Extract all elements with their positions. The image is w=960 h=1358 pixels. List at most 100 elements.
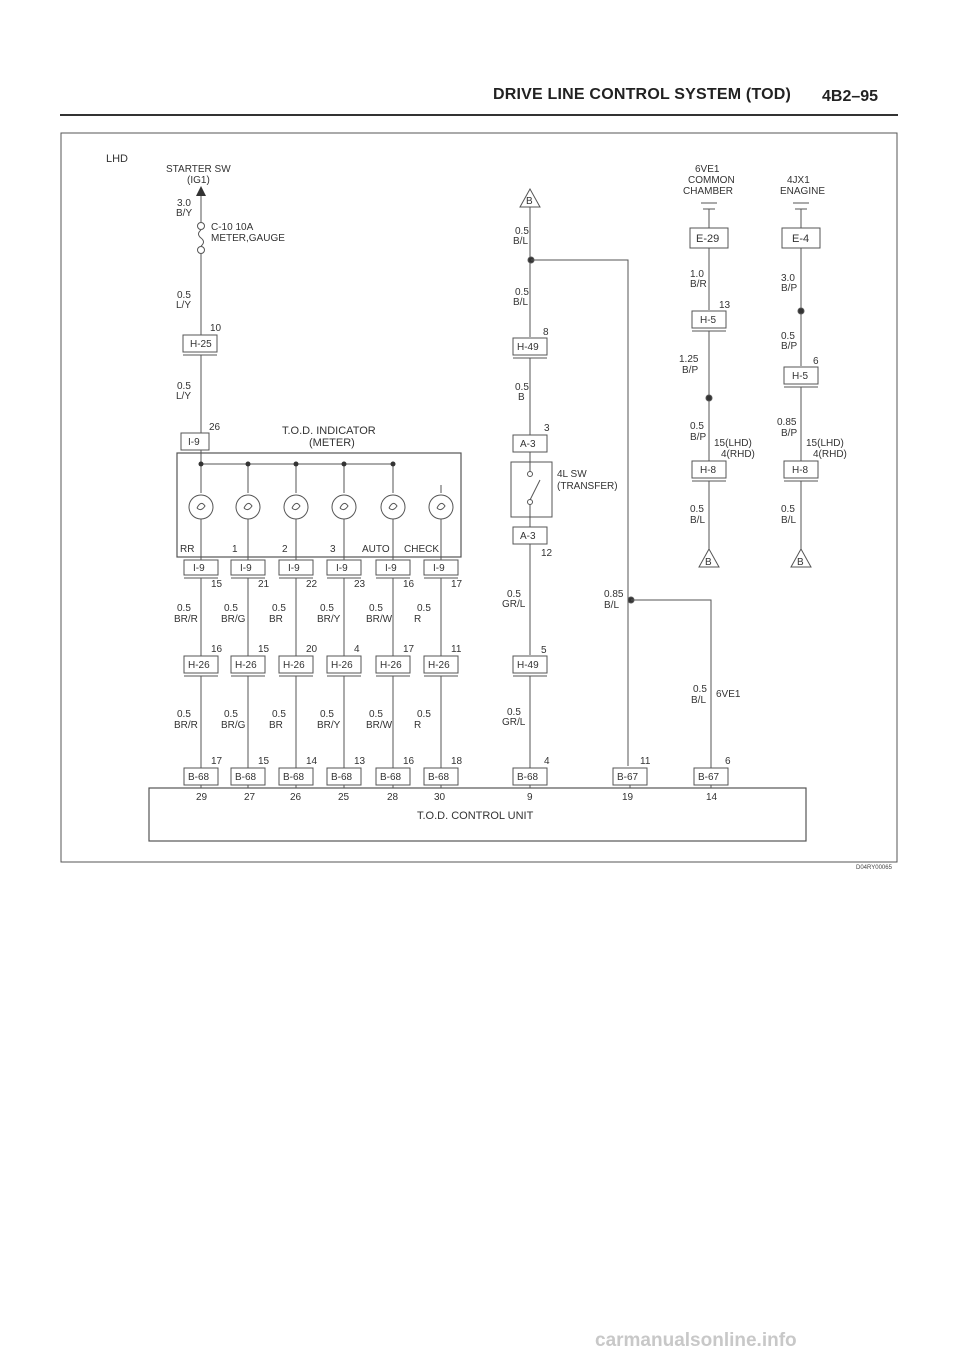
connector-h8	[691, 460, 727, 479]
pin-number: 15	[258, 644, 270, 655]
pin-number: 11	[640, 756, 651, 767]
cu-pin: 19	[622, 792, 634, 803]
wire-gauge: 0.5	[224, 709, 238, 720]
wire	[631, 599, 712, 768]
ground-label: COMMON	[688, 175, 735, 186]
wire	[531, 259, 629, 766]
pin-number: 10	[210, 323, 222, 334]
pin-number: 22	[306, 579, 318, 590]
wire-color: BR/W	[366, 720, 393, 731]
indicator-title: T.O.D. INDICATOR	[282, 425, 376, 437]
wire-gauge: 1.0	[690, 269, 704, 280]
connector-label: I-9	[385, 563, 397, 574]
page-number: 4B2–95	[822, 88, 879, 105]
wire-gauge: 0.5	[417, 603, 431, 614]
pin-number: 16	[211, 644, 223, 655]
cu-pin: 29	[196, 792, 208, 803]
splice-icon	[245, 461, 251, 467]
wire-color: B/P	[682, 365, 698, 376]
pin-note: 4(RHD)	[721, 449, 755, 460]
lamp-label: 2	[282, 544, 288, 555]
ground-ref-label: B	[705, 557, 712, 568]
cu-pin: 28	[387, 792, 399, 803]
fuse-label: METER,GAUGE	[211, 233, 285, 244]
page-title: DRIVE LINE CONTROL SYSTEM (TOD)	[493, 86, 792, 103]
connector-h26	[375, 655, 411, 674]
wire-gauge: 0.5	[177, 603, 191, 614]
indicator-lamp-icon	[188, 494, 214, 520]
wire-gauge: 3.0	[781, 273, 795, 284]
wire-color: L/Y	[176, 300, 191, 311]
cu-pin: 14	[706, 792, 718, 803]
connector-h26	[278, 655, 314, 674]
4l-switch-box	[510, 461, 553, 518]
watermark: carmanualsonline.info	[595, 1330, 797, 1351]
indicator-wire-columns: I-9150.5BR/RH-26160.5BR/RB-6817I-9210.5B…	[174, 557, 463, 788]
connector-i9	[180, 432, 210, 451]
pin-number: 20	[306, 644, 318, 655]
ground-label: CHAMBER	[683, 186, 733, 197]
connector-label: H-8	[700, 465, 717, 476]
pin-number: 4	[354, 644, 360, 655]
splice-icon	[198, 461, 204, 467]
wire-gauge: 0.5	[369, 603, 383, 614]
wire-gauge: 0.5	[690, 421, 704, 432]
connector-i9	[230, 559, 266, 576]
splice-icon	[293, 461, 299, 467]
wire-color: BR/R	[174, 614, 198, 625]
fuse-terminal-icon	[197, 222, 205, 230]
wire-color: B/L	[604, 600, 619, 611]
connector-h5	[783, 366, 819, 385]
connector-h26	[230, 655, 266, 674]
connector-label: H-49	[517, 342, 539, 353]
connector-label: H-5	[700, 315, 717, 326]
connector-i9	[326, 559, 362, 576]
wire-color: BR/Y	[317, 720, 341, 731]
lamp-label: 1	[232, 544, 238, 555]
wire-gauge: 0.5	[369, 709, 383, 720]
pin-number: 8	[543, 327, 549, 338]
connector-label: H-26	[428, 660, 450, 671]
ground-ref-triangle	[790, 547, 812, 568]
connector-label: B-68	[235, 772, 257, 783]
lhd-label: LHD	[106, 153, 128, 165]
connector-label: B-68	[517, 772, 539, 783]
wire-gauge: 0.85	[604, 589, 624, 600]
figure-code: D04RY00065	[856, 865, 892, 871]
ground-ref-label: B	[526, 196, 533, 207]
indicator-lamp-icon	[380, 494, 406, 520]
pin-number: 6	[725, 756, 731, 767]
connector-label: A-3	[520, 531, 536, 542]
lamp-filament-icon	[243, 502, 253, 511]
wire-gauge: 0.5	[320, 603, 334, 614]
ground-label: ENAGINE	[780, 186, 825, 197]
connector-label: B-67	[617, 772, 639, 783]
indicator-lamp-icon	[428, 494, 454, 520]
lamp-filament-icon	[436, 502, 446, 511]
connector-h5	[691, 310, 727, 329]
connector-h49	[512, 337, 548, 356]
header-rule	[60, 114, 898, 116]
wire-color: B/Y	[176, 208, 192, 219]
connector-label: H-49	[517, 660, 539, 671]
wire-color: BR/G	[221, 720, 246, 731]
splice-icon	[341, 461, 347, 467]
connector-label: B-68	[428, 772, 450, 783]
connector-h8	[783, 460, 819, 479]
connector-label: H-5	[792, 371, 809, 382]
connector-i9	[423, 559, 459, 576]
wire-gauge: 0.85	[777, 417, 797, 428]
lamp-filament-icon	[388, 502, 398, 511]
connector-label: H-26	[188, 660, 210, 671]
connector-label: B-68	[331, 772, 353, 783]
indicator-subtitle: (METER)	[309, 437, 355, 449]
wire-gauge: 0.5	[417, 709, 431, 720]
engine-note: 6VE1	[716, 689, 741, 700]
wire-color: B/P	[781, 341, 797, 352]
wire-color: B/R	[690, 279, 707, 290]
wire-gauge: 0.5	[320, 709, 334, 720]
connector-h49	[512, 655, 548, 674]
pin-number: 26	[209, 422, 221, 433]
pin-number: 12	[541, 548, 553, 559]
wire-gauge: 0.5	[177, 381, 191, 392]
